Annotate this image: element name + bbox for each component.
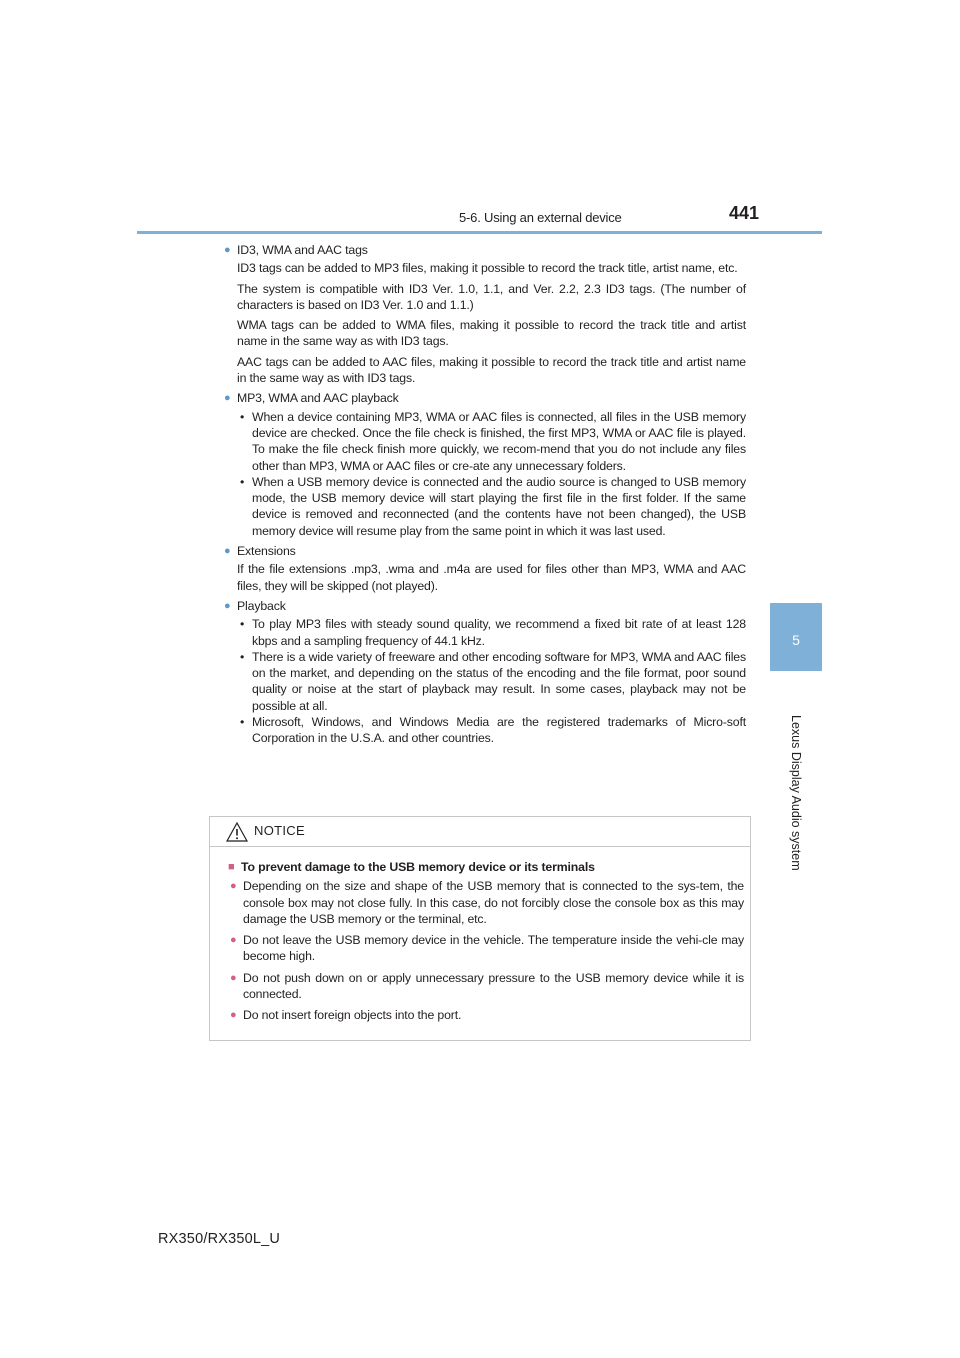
list-item: •There is a wide variety of freeware and… bbox=[240, 649, 746, 713]
notice-body: ■To prevent damage to the USB memory dev… bbox=[228, 859, 744, 1029]
notice-item: ●Depending on the size and shape of the … bbox=[230, 879, 744, 926]
circle-bullet-icon: ● bbox=[230, 971, 237, 984]
circle-bullet-icon: ● bbox=[230, 880, 237, 893]
section-heading: ●ID3, WMA and AAC tags bbox=[224, 243, 368, 257]
chapter-number: 5 bbox=[792, 632, 800, 648]
chapter-tab: 5 bbox=[770, 603, 822, 671]
section-title: 5-6. Using an external device bbox=[459, 210, 622, 225]
bullet-list: •To play MP3 files with steady sound qua… bbox=[237, 616, 746, 746]
notice-title: NOTICE bbox=[254, 823, 305, 838]
circle-bullet-icon: ● bbox=[230, 1009, 237, 1022]
warning-triangle-icon bbox=[226, 822, 248, 842]
notice-item: ●Do not insert foreign objects into the … bbox=[230, 1008, 462, 1023]
paragraph: AAC tags can be added to AAC files, maki… bbox=[237, 354, 746, 386]
circle-bullet-icon: ● bbox=[224, 244, 231, 256]
notice-item: ●Do not push down on or apply unnecessar… bbox=[230, 970, 744, 1002]
page-number: 441 bbox=[729, 203, 760, 223]
notice-item: ●Do not leave the USB memory device in t… bbox=[230, 933, 744, 964]
paragraph: The system is compatible with ID3 Ver. 1… bbox=[237, 281, 746, 312]
list-item: •Microsoft, Windows, and Windows Media a… bbox=[240, 715, 746, 746]
list-item: •When a USB memory device is connected a… bbox=[240, 474, 746, 538]
bullet-list: •When a device containing MP3, WMA or AA… bbox=[237, 409, 746, 539]
section-heading: ●Playback bbox=[224, 598, 286, 613]
list-item: •When a device containing MP3, WMA or AA… bbox=[240, 409, 746, 473]
notice-heading: ■To prevent damage to the USB memory dev… bbox=[228, 860, 595, 874]
header-rule bbox=[137, 231, 822, 234]
circle-bullet-icon: ● bbox=[230, 934, 237, 947]
circle-bullet-icon: ● bbox=[224, 392, 231, 405]
circle-bullet-icon: ● bbox=[224, 545, 231, 558]
square-bullet-icon: ■ bbox=[228, 861, 235, 873]
section-heading: ●Extensions bbox=[224, 544, 296, 559]
paragraph: ID3 tags can be added to MP3 files, maki… bbox=[237, 261, 738, 276]
paragraph: If the file extensions .mp3, .wma and .m… bbox=[237, 562, 746, 593]
notice-header: NOTICE bbox=[210, 817, 750, 847]
notice-box: NOTICE ■To prevent damage to the USB mem… bbox=[209, 816, 751, 1041]
circle-bullet-icon: ● bbox=[224, 599, 231, 612]
footer-model-code: RX350/RX350L_U bbox=[158, 1231, 281, 1247]
list-item: •To play MP3 files with steady sound qua… bbox=[240, 617, 746, 648]
section-heading: ●MP3, WMA and AAC playback bbox=[224, 391, 399, 406]
chapter-label: Lexus Display Audio system bbox=[789, 715, 803, 871]
paragraph: WMA tags can be added to WMA files, maki… bbox=[237, 318, 746, 349]
main-content: ●ID3, WMA and AAC tags ID3 tags can be a… bbox=[224, 242, 746, 751]
